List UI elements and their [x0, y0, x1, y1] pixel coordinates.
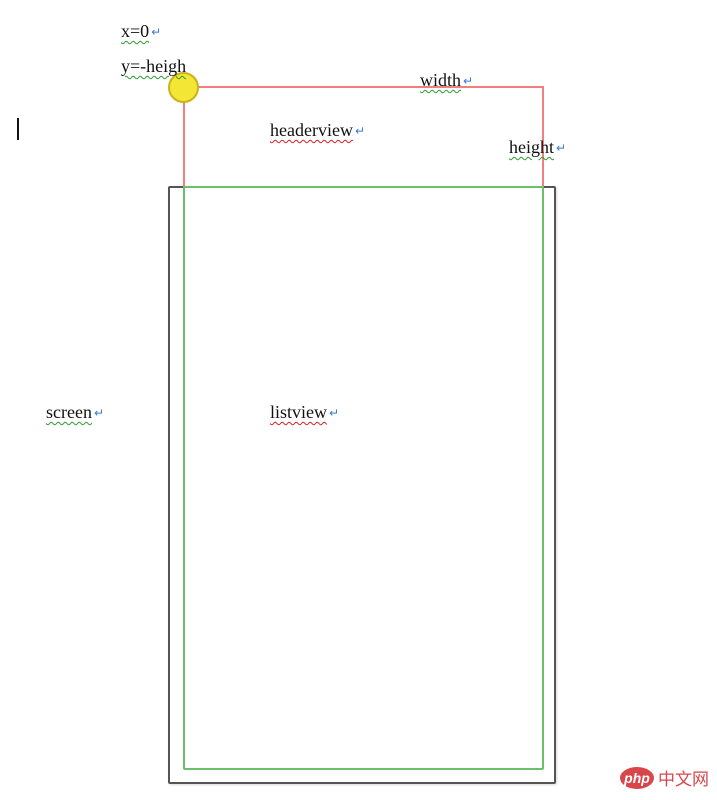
php-cn-logo: php 中文网 [620, 765, 709, 790]
return-mark-icon: ↵ [463, 74, 474, 88]
width-label: width ↵ [420, 71, 473, 89]
return-mark-icon: ↵ [151, 25, 162, 39]
x-coordinate-text: x=0 [121, 21, 150, 41]
headerview-label: headerview ↵ [270, 121, 365, 139]
listview-text: listview [270, 402, 327, 422]
return-mark-icon: ↵ [556, 141, 567, 155]
return-mark-icon: ↵ [354, 124, 366, 138]
return-mark-icon: ↵ [93, 406, 105, 420]
headerview-text: headerview [270, 120, 353, 140]
logo-badge: php [620, 766, 654, 789]
y-coordinate-label: y=-heigh [121, 57, 186, 75]
listview-label: listview ↵ [270, 403, 339, 421]
listview-box [183, 186, 544, 770]
return-mark-icon: ↵ [329, 406, 340, 420]
x-coordinate-label: x=0 ↵ [121, 22, 161, 40]
y-coordinate-text: y=-heigh [121, 56, 187, 76]
logo-text: 中文网 [658, 770, 709, 790]
text-cursor [17, 118, 19, 140]
origin-dot [168, 72, 199, 103]
height-text: height [509, 137, 554, 157]
height-label: height ↵ [509, 138, 566, 156]
screen-label: screen ↵ [46, 403, 104, 421]
width-text: width [420, 70, 462, 90]
screen-text: screen [46, 402, 92, 422]
